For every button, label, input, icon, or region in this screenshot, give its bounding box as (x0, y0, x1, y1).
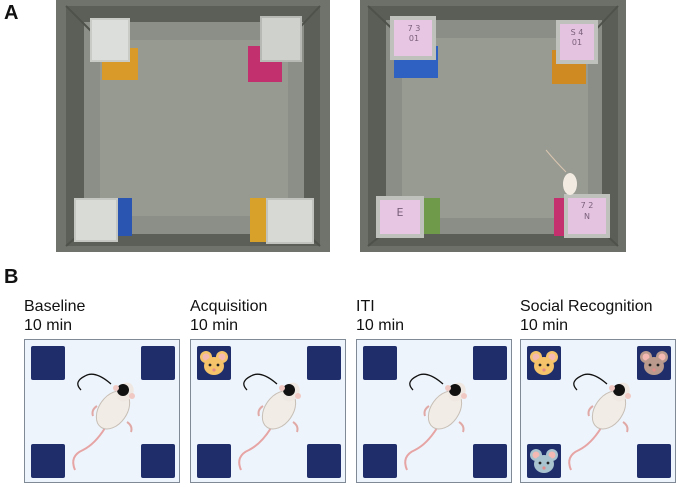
empty-cup-tr (473, 346, 507, 380)
stage-social-recognition: Social Recognition 10 min (520, 297, 680, 487)
rat-icon (238, 373, 301, 471)
empty-cup-tr (141, 346, 175, 380)
mouse-blue-cup-bl (527, 444, 561, 478)
panel-label-b: B (4, 266, 19, 288)
empty-cup-br (637, 444, 671, 478)
mouse-yellow-cup-tl (527, 346, 561, 380)
stage-duration: 10 min (520, 317, 569, 334)
arena-photo-right: 7 3 01 S 4 01 E 7 2 N (360, 0, 626, 252)
cup-orange-icon (90, 18, 138, 80)
stage-title: Baseline 10 min (24, 297, 85, 335)
empty-cup-bl (31, 444, 65, 478)
mouse-blue-icon (530, 449, 558, 473)
rat-icon (568, 373, 631, 471)
card-label-top-right: S 4 01 (570, 28, 584, 47)
mouse-yellow-cup-tl (197, 346, 231, 380)
stage-duration: 10 min (190, 317, 239, 334)
mouse-brown-cup-tr (637, 346, 671, 380)
stage-name: Baseline (24, 298, 86, 315)
stage-name: ITI (356, 298, 375, 315)
arena-diagram (520, 339, 676, 483)
mouse-yellow-icon (200, 351, 228, 375)
arena-diagram (24, 339, 180, 483)
arena-svg (363, 346, 507, 478)
empty-cup-tr (307, 346, 341, 380)
stage-acquisition: Acquisition 10 min (190, 297, 350, 487)
mouse-brown-icon (640, 351, 668, 375)
arena-svg (527, 346, 671, 478)
rat-icon (72, 373, 135, 471)
stage-title: ITI 10 min (356, 297, 404, 335)
arena-diagram (190, 339, 346, 483)
empty-cup-bl (197, 444, 231, 478)
empty-cup-br (141, 444, 175, 478)
arena-svg (197, 346, 341, 478)
empty-cup-tl (363, 346, 397, 380)
cup-blue-icon (74, 198, 132, 242)
panel-label-a: A (4, 2, 19, 24)
empty-cup-br (307, 444, 341, 478)
stage-title: Acquisition 10 min (190, 297, 267, 335)
empty-cup-br (473, 444, 507, 478)
stage-name: Social Recognition (520, 298, 653, 315)
card-label-bottom-right: 7 2 N (580, 201, 594, 221)
rat-icon (404, 373, 467, 471)
stage-iti: ITI 10 min (356, 297, 516, 487)
stage-duration: 10 min (24, 317, 73, 334)
card-label-top-left: 7 3 01 (407, 24, 421, 43)
cup-magenta-icon (248, 16, 302, 82)
empty-cup-tl (31, 346, 65, 380)
stage-title: Social Recognition 10 min (520, 297, 653, 335)
stage-name: Acquisition (190, 298, 268, 315)
card-label-bottom-left: E (396, 206, 404, 219)
stage-baseline: Baseline 10 min (24, 297, 184, 487)
mouse-yellow-icon (530, 351, 558, 375)
cup-yellow-icon (250, 198, 314, 244)
empty-cup-bl (363, 444, 397, 478)
stage-duration: 10 min (356, 317, 405, 334)
arena-svg (31, 346, 175, 478)
arena-photo-left (56, 0, 330, 252)
arena-diagram (356, 339, 512, 483)
